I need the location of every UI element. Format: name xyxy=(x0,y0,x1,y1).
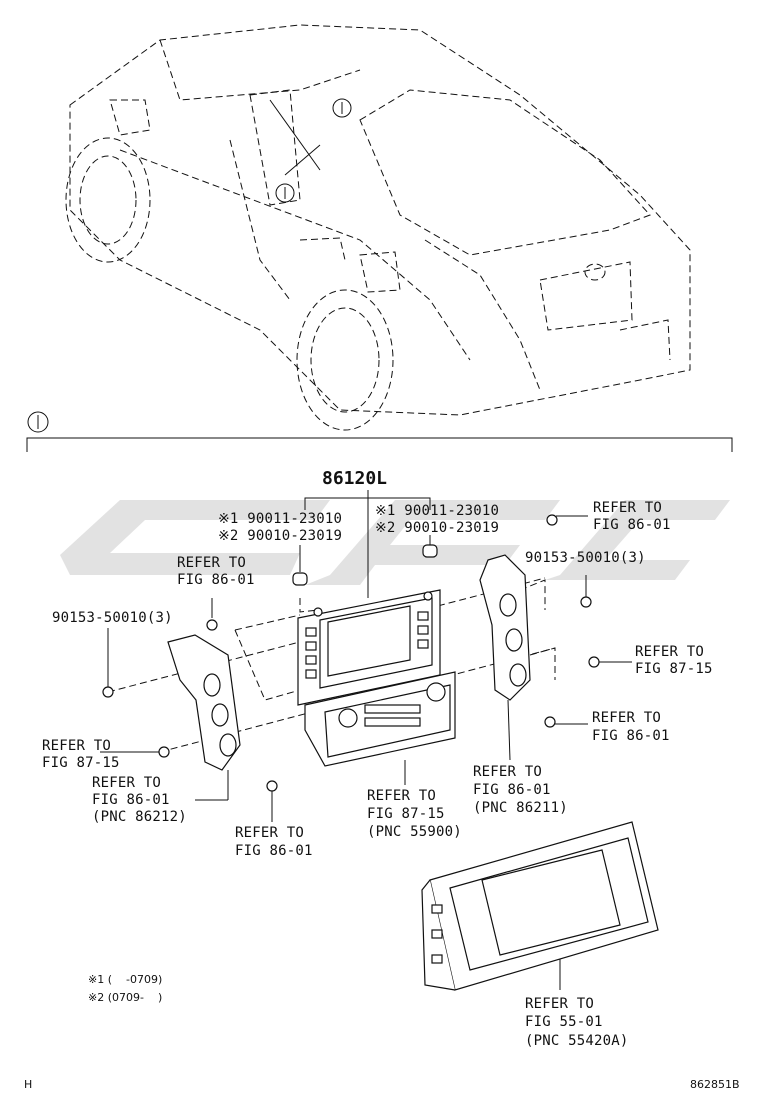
right-refer-bracket-fig: FIG 86-01 xyxy=(473,782,551,798)
right-bracket xyxy=(479,554,531,761)
clip-label-1-right: ※1 90011-23010 xyxy=(375,503,499,519)
right-refer-top-fig: FIG 86-01 xyxy=(593,517,671,533)
footer-right: 862851B xyxy=(690,1078,740,1091)
left-refer-bracket: REFER TO xyxy=(92,775,161,791)
bolt-left-lower xyxy=(266,780,278,822)
clip-label-2-right: ※2 90010-23019 xyxy=(375,520,499,536)
main-part-number: 86120L xyxy=(322,468,387,489)
right-refer-mid-fig: FIG 87-15 xyxy=(635,661,713,677)
right-refer-mid: REFER TO xyxy=(635,644,704,660)
view-marker-overview xyxy=(275,98,352,203)
climate-control-panel xyxy=(304,671,456,767)
note-2: ※2 (0709- ) xyxy=(88,991,162,1004)
clip-right xyxy=(422,535,438,558)
audio-panel-detail xyxy=(421,821,659,991)
left-refer-bracket-fig: FIG 86-01 xyxy=(92,792,170,808)
main-part-leaders xyxy=(304,490,431,598)
right-refer-bracket: REFER TO xyxy=(473,764,542,780)
clip-left xyxy=(292,545,308,586)
left-refer-mid: REFER TO xyxy=(42,738,111,754)
left-refer-bottom-fig: FIG 86-01 xyxy=(235,843,313,859)
panel-refer-fig: FIG 55-01 xyxy=(525,1014,603,1030)
left-refer-mid-fig: FIG 87-15 xyxy=(42,755,120,771)
right-bolt-number: 90153-50010(3) xyxy=(525,550,646,566)
left-refer-bottom: REFER TO xyxy=(235,825,304,841)
navigation-display-unit xyxy=(297,589,441,706)
footer-left: H xyxy=(24,1078,32,1091)
left-refer-top: REFER TO xyxy=(177,555,246,571)
left-bolt-number: 90153-50010(3) xyxy=(52,610,173,626)
right-refer-low: REFER TO xyxy=(592,710,661,726)
bolt-left-bottom xyxy=(102,628,114,698)
center-refer-fig: FIG 87-15 xyxy=(367,806,445,822)
left-refer-bracket-pnc: (PNC 86212) xyxy=(92,809,187,825)
left-refer-top-fig: FIG 86-01 xyxy=(177,572,255,588)
note-1: ※1 ( -0709) xyxy=(88,973,162,986)
right-refer-low-fig: FIG 86-01 xyxy=(592,728,670,744)
right-refer-bracket-pnc: (PNC 86211) xyxy=(473,800,568,816)
leader-lines xyxy=(195,760,561,990)
clip-label-2-left: ※2 90010-23019 xyxy=(218,528,342,544)
right-refer-top: REFER TO xyxy=(593,500,662,516)
center-refer: REFER TO xyxy=(367,788,436,804)
bolt-right-lower xyxy=(544,716,588,728)
panel-refer: REFER TO xyxy=(525,996,594,1012)
panel-refer-pnc: (PNC 55420A) xyxy=(525,1033,629,1049)
bolt-right-mid xyxy=(588,656,632,668)
clip-label-1-left: ※1 90011-23010 xyxy=(218,511,342,527)
vehicle-overview-illustration xyxy=(65,24,691,431)
left-bracket xyxy=(167,634,241,800)
bolt-right-upper xyxy=(580,575,592,608)
bolt-left-top xyxy=(206,598,218,631)
section-header xyxy=(26,411,733,452)
bolt-right-top xyxy=(546,514,588,526)
bolt-left-mid xyxy=(100,746,170,758)
center-refer-pnc: (PNC 55900) xyxy=(367,824,462,840)
